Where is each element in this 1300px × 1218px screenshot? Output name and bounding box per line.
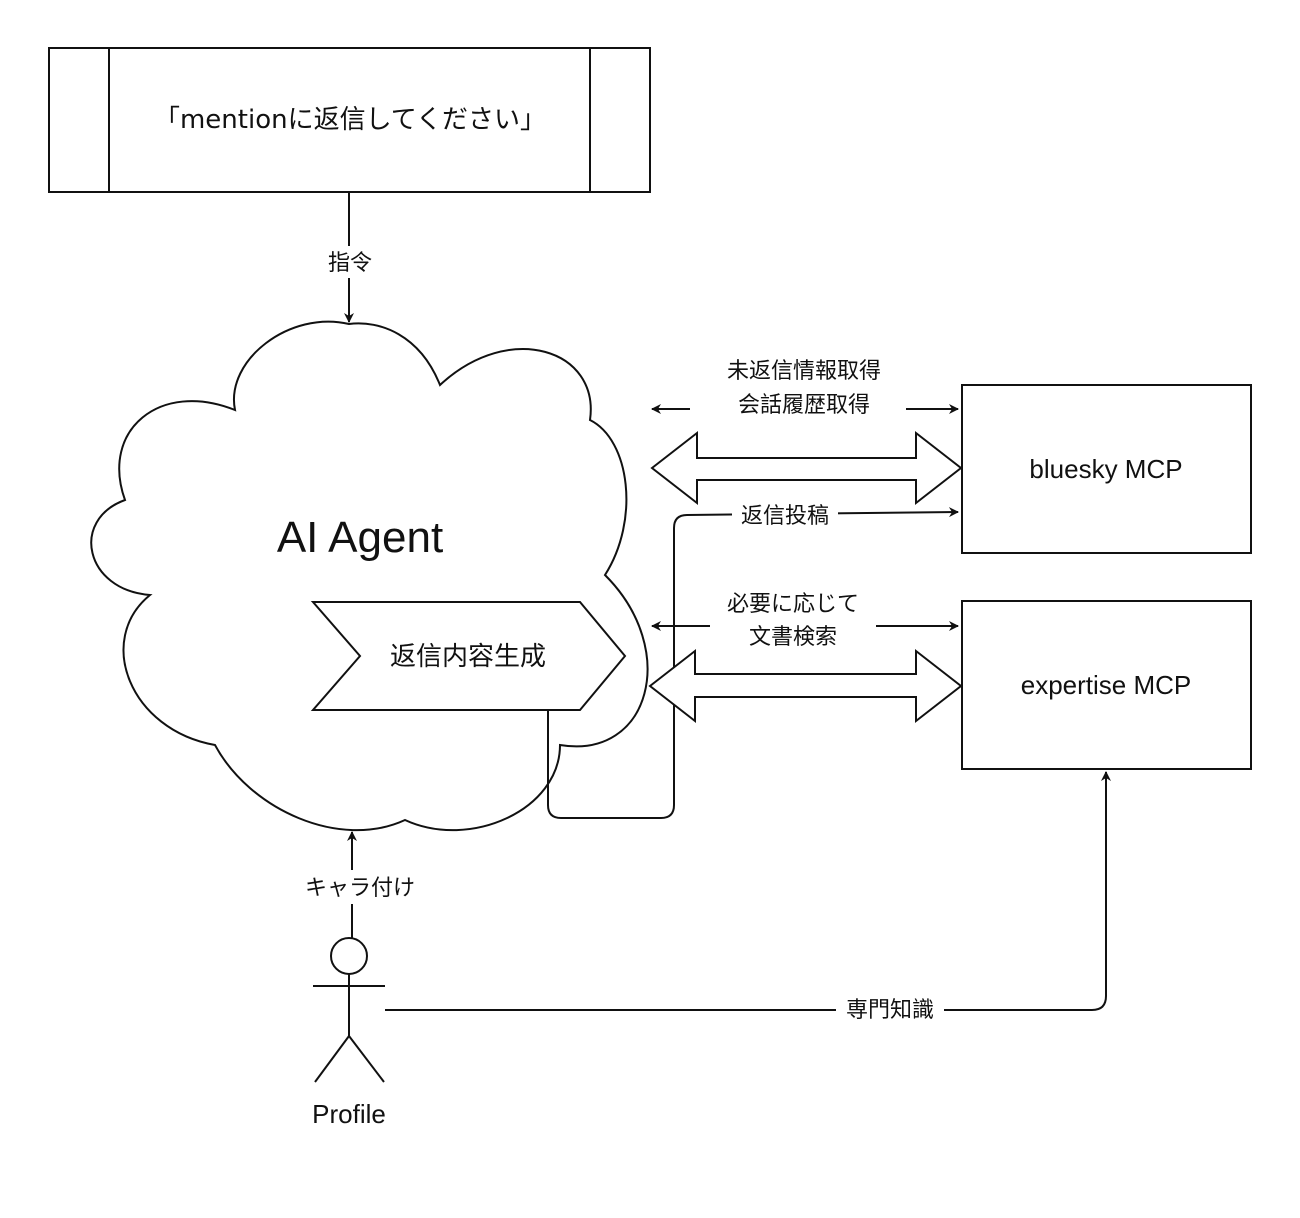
expertise-bidirectional-arrow xyxy=(648,648,963,724)
doc-search-label-1: 必要に応じて xyxy=(727,592,859,617)
expertise-knowledge-edge: 専門知識 xyxy=(385,771,1111,1026)
expertise-mcp-label: expertise MCP xyxy=(1021,670,1192,700)
reply-post-edge: 返信投稿 xyxy=(547,500,959,819)
profile-actor: Profile xyxy=(312,937,386,1129)
doc-search-edge: 必要に応じて 文書検索 xyxy=(651,586,959,654)
process-label: 返信内容生成 xyxy=(390,642,546,672)
profile-label: Profile xyxy=(312,1099,386,1129)
instruction-box: 「mentionに返信してください」 xyxy=(48,47,651,193)
bluesky-mcp-label: bluesky MCP xyxy=(1029,454,1182,484)
character-label: キャラ付け xyxy=(305,876,415,901)
command-label: 指令 xyxy=(328,251,372,276)
command-edge: 指令 xyxy=(322,192,378,323)
character-edge: キャラ付け xyxy=(290,831,430,938)
expertise-mcp-box: expertise MCP xyxy=(961,600,1252,770)
agent-title: AI Agent xyxy=(277,513,443,562)
agent-cloud: AI Agent xyxy=(90,320,649,832)
process-step: 返信内容生成 xyxy=(310,601,627,711)
bluesky-fetch-label-2: 会話履歴取得 xyxy=(738,393,870,418)
doc-search-label-2: 文書検索 xyxy=(749,625,837,650)
bluesky-mcp-box: bluesky MCP xyxy=(961,384,1252,554)
instruction-text: 「mentionに返信してください」 xyxy=(154,105,546,135)
bluesky-bidirectional-arrow xyxy=(650,430,963,506)
bluesky-fetch-label-1: 未返信情報取得 xyxy=(727,359,881,384)
reply-post-label: 返信投稿 xyxy=(741,504,829,529)
bluesky-fetch-edge: 未返信情報取得 会話履歴取得 xyxy=(651,352,959,422)
expertise-knowledge-label: 専門知識 xyxy=(846,998,934,1023)
